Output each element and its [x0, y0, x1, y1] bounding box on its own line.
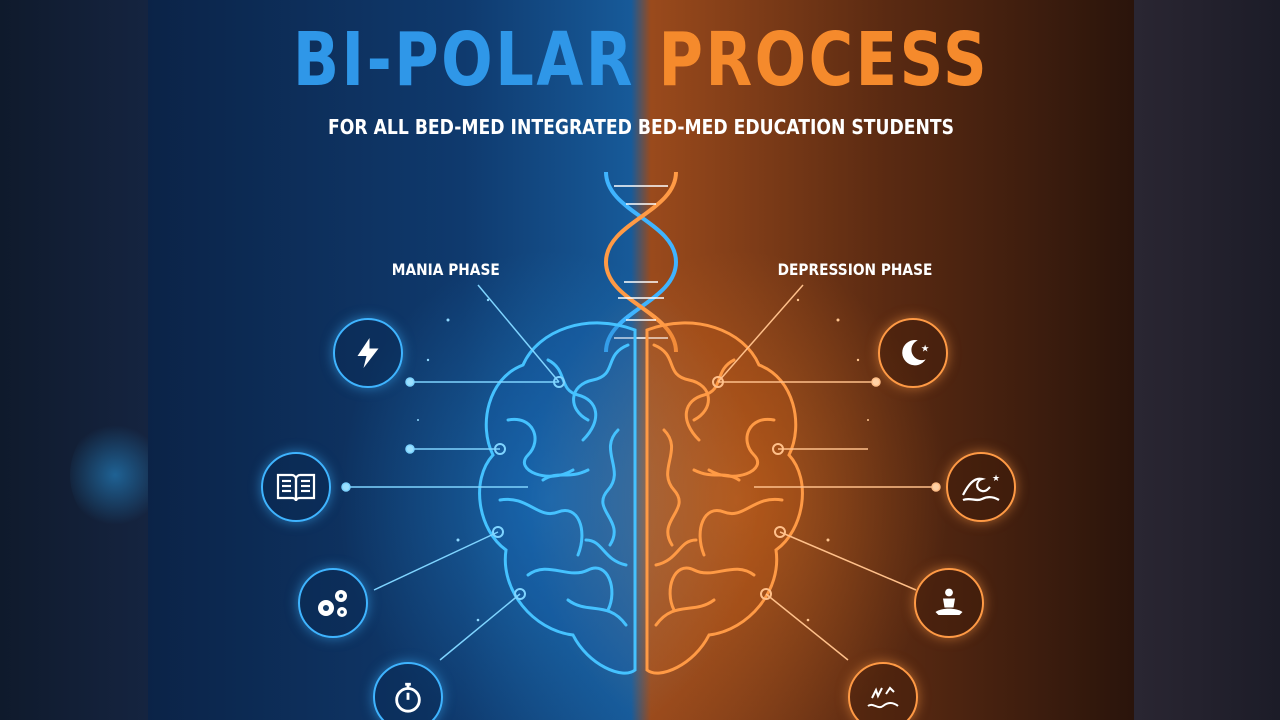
infographic-poster: BI-POLAR PROCESS FOR ALL BED-MED INTEGRA…	[148, 0, 1134, 720]
svg-text:★: ★	[921, 343, 930, 354]
brain-left-hemisphere	[478, 321, 637, 675]
depression-connectors	[712, 284, 941, 661]
storm-icon	[848, 662, 918, 720]
svg-text:★: ★	[992, 473, 1000, 483]
meditation-icon	[914, 568, 984, 638]
mania-phase-label: MANIA PHASE	[391, 260, 500, 279]
depression-glow	[528, 250, 948, 720]
open-book-icon	[261, 452, 331, 522]
title-part-process: PROCESS	[658, 17, 990, 103]
wave-icon: ★	[946, 452, 1016, 522]
particles	[417, 298, 869, 622]
poster-title: BI-POLAR PROCESS	[237, 14, 1046, 106]
dna-helix	[603, 171, 679, 353]
lightning-icon	[333, 318, 403, 388]
brain-right-hemisphere	[645, 321, 804, 675]
title-part-bipolar: BI-POLAR	[292, 17, 635, 103]
brain-illustration	[338, 171, 948, 720]
stopwatch-icon	[373, 662, 443, 720]
mania-connectors	[341, 284, 565, 661]
depression-phase-label: DEPRESSION PHASE	[777, 260, 933, 279]
blurred-background-right	[1134, 0, 1280, 720]
poster-subtitle: FOR ALL BED-MED INTEGRATED BED-MED EDUCA…	[328, 115, 954, 139]
blurred-background-left	[0, 0, 160, 720]
moon-star-icon: ★	[878, 318, 948, 388]
gears-icon	[298, 568, 368, 638]
